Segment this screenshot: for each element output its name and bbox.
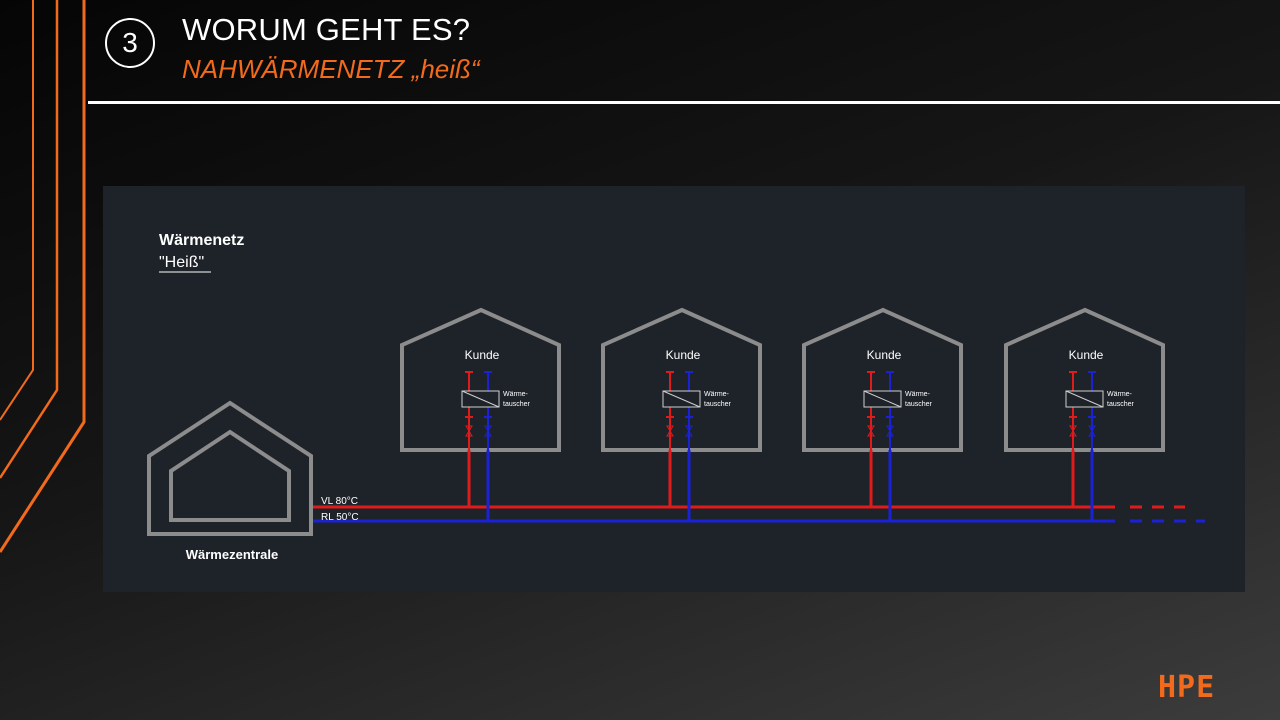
page-subtitle: NAHWÄRMENETZ „heiß“ [182,54,480,84]
valve [886,425,894,437]
flow-temperature-label: VL 80°C [321,496,358,507]
heat-network-diagram: Wärmenetz "Heiß" Wärmezentrale VL 80°C R… [103,186,1245,592]
valve [685,425,693,437]
diagram-subheading: "Heiß" [159,254,204,271]
exchanger-label: tauscher [1107,401,1135,408]
valve [484,425,492,437]
valve [666,425,674,437]
exchanger-label: tauscher [704,401,732,408]
valve [1069,425,1077,437]
valve [867,425,875,437]
heating-central-building [147,400,313,536]
heat-exchanger-diagonal [863,390,902,408]
page-title: WORUM GEHT ES? [182,12,471,47]
valve [1088,425,1096,437]
exchanger-label: Wärme- [704,391,730,398]
header-divider [88,101,1280,104]
diagram-heading: Wärmenetz [159,232,244,249]
customer-label: Kunde [1069,348,1104,362]
heat-exchanger-diagonal [461,390,500,408]
customer-label: Kunde [465,348,500,362]
house-outline [1004,307,1165,452]
customer-label: Kunde [867,348,902,362]
exchanger-label: Wärme- [905,391,931,398]
return-temperature-label: RL 50°C [321,512,359,523]
heat-exchanger-diagonal [1065,390,1104,408]
heat-exchanger-diagonal [662,390,701,408]
exchanger-label: Wärme- [1107,391,1133,398]
customer-houses: KundeWärme-tauscherKundeWärme-tauscherKu… [400,307,1165,521]
exchanger-label: Wärme- [503,391,529,398]
decorative-lines [0,0,86,553]
diagram-canvas: Wärmenetz "Heiß" Wärmezentrale VL 80°C R… [147,232,1205,562]
step-number-badge: 3 [105,18,155,68]
exchanger-label: tauscher [905,401,933,408]
house-outline [400,307,561,452]
hpe-logo: HPE [1158,670,1216,705]
house-outline [802,307,963,452]
valve [465,425,473,437]
central-label: Wärmezentrale [186,547,278,562]
exchanger-label: tauscher [503,401,531,408]
customer-label: Kunde [666,348,701,362]
house-outline [601,307,762,452]
